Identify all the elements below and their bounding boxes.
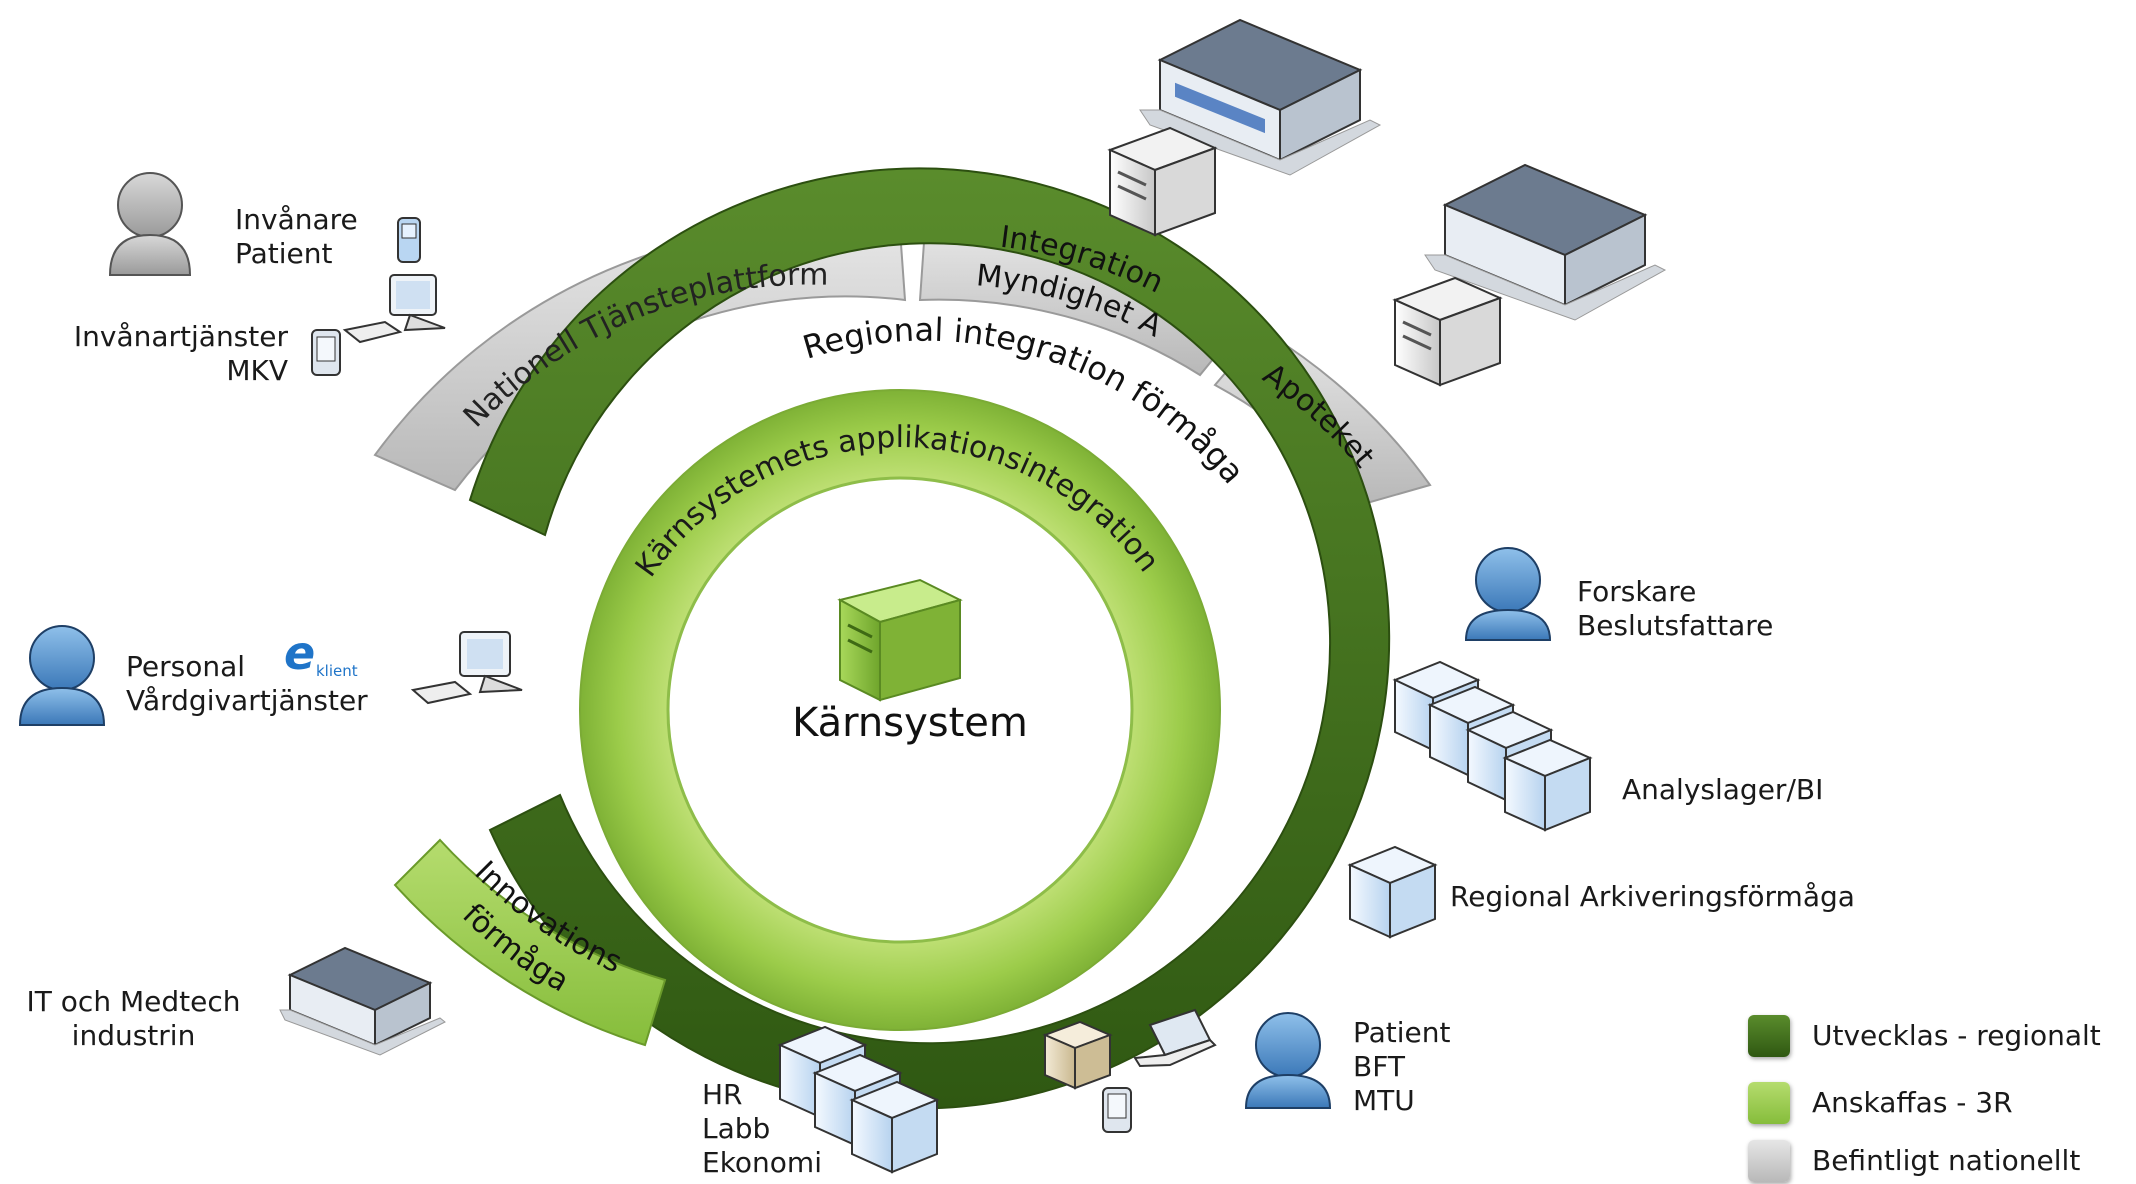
core-circle xyxy=(666,476,1134,944)
core-server-icon xyxy=(837,578,963,702)
staff-computer-icon xyxy=(410,631,523,705)
eklient-logo: e klient xyxy=(284,630,374,682)
archive-label: Regional Arkiveringsförmåga xyxy=(1450,880,1855,913)
researcher-label: Forskare Beslutsfattare xyxy=(1577,575,1774,642)
legend-swatch-light-green xyxy=(1748,1082,1790,1124)
pharmacy-building-icon xyxy=(1424,163,1667,321)
patient-group-label: Patient BFT MTU xyxy=(1353,1016,1451,1117)
industry-building-icon xyxy=(279,946,446,1056)
analytics-servers-icon xyxy=(1392,660,1593,832)
ring-innovation-segment xyxy=(393,838,667,1047)
pharmacy-server-icon xyxy=(1392,276,1503,387)
staff-person-icon xyxy=(18,625,106,726)
eklient-letter: e xyxy=(284,626,316,680)
archive-server-icon xyxy=(1347,845,1438,939)
legend-item-3r: Anskaffas - 3R xyxy=(1748,1082,2013,1124)
citizen-services-label: Invånartjänster MKV xyxy=(73,320,288,387)
laptop-icon xyxy=(1133,1008,1217,1068)
legend-item-regional: Utvecklas - regionalt xyxy=(1748,1015,2101,1057)
mobile-phone-icon xyxy=(397,217,421,263)
staff-label: Personal Vårdgivartjänster xyxy=(126,650,368,717)
patient-person-icon xyxy=(1244,1012,1332,1109)
authority-building-icon xyxy=(1139,18,1382,176)
analytics-label: Analyslager/BI xyxy=(1622,773,1824,806)
legend-item-national: Befintligt nationellt xyxy=(1748,1140,2080,1182)
core-system-label: Kärnsystem xyxy=(792,700,1028,746)
handheld-device-icon xyxy=(311,329,341,376)
patient-phone-icon xyxy=(1102,1087,1132,1133)
desktop-computer-icon xyxy=(342,274,446,344)
citizen-person-icon xyxy=(108,172,192,276)
authority-server-icon xyxy=(1107,126,1218,237)
legend-swatch-dark-green xyxy=(1748,1015,1790,1057)
citizen-label: Invånare Patient xyxy=(235,203,358,270)
hr-labb-label: HR Labb Ekonomi xyxy=(702,1078,822,1179)
researcher-person-icon xyxy=(1464,547,1552,641)
patient-server-icon xyxy=(1042,1020,1113,1090)
hr-servers-icon xyxy=(777,1025,940,1174)
legend-swatch-gray xyxy=(1748,1140,1790,1182)
industry-label: IT och Medtech industrin xyxy=(26,985,241,1052)
eklient-word: klient xyxy=(316,662,358,680)
